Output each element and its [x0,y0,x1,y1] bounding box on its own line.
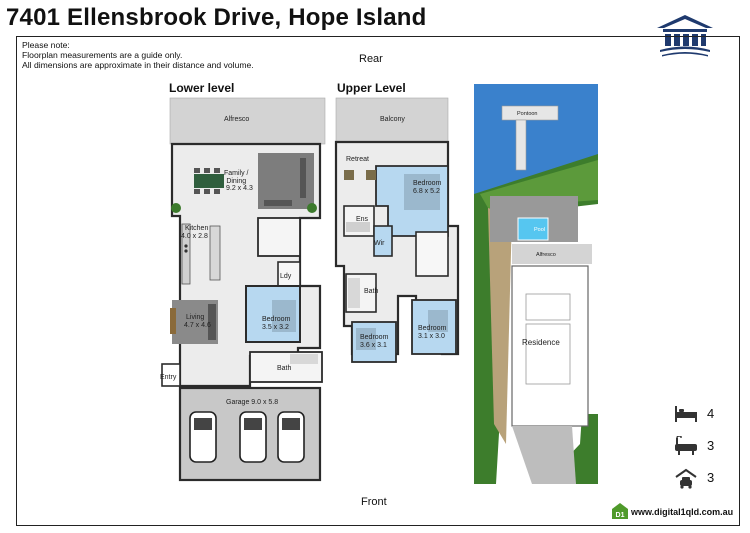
bedroom-3-size: 3.1 x 3.0 [418,333,445,340]
lower-bath-label: Bath [277,365,292,372]
wir-label: Wir [374,240,385,247]
garage-label: Garage 9.0 x 5.8 [226,399,279,406]
alfresco-area [169,97,326,145]
d1-leaf-logo-icon: D1 [612,503,628,519]
page-title: 7401 Ellensbrook Drive, Hope Island [6,4,427,31]
plant-icon [307,203,317,213]
alfresco-label: Alfresco [224,116,250,123]
pool [517,217,549,241]
balcony-area [335,97,449,143]
car-garage-icon [675,468,697,489]
website-link[interactable]: www.digital1qld.com.au [631,507,734,517]
pontoon-label: Pontoon [517,111,538,117]
upper-level-floorplan [334,97,460,363]
entry-label: Entry [160,374,177,381]
site-alfresco [512,244,592,264]
site-alfresco-label: Alfresco [536,252,556,258]
family-dining-size: 9.2 x 4.3 [226,185,253,192]
house-logo-icon [657,15,713,57]
rear-label: Rear [359,53,383,65]
disclaimer-note: Please note: Floorplan measurements are … [22,40,254,70]
note-heading: Please note: [22,40,70,50]
living-label: Living [186,314,205,321]
upper-bath-label: Bath [364,288,379,295]
lower-bedroom-label: Bedroom [262,316,291,323]
family-dining-label: Family / Dining [224,170,249,185]
bedrooms-count: 4 [707,406,715,421]
retreat-label: Retreat [346,156,369,163]
note-line-2: All dimensions are approximate in their … [22,60,254,70]
pool-label: Pool [534,227,546,233]
lower-bedroom-size: 3.5 x 3.2 [262,324,289,331]
laundry-label: Ldy [280,273,292,280]
residence [511,265,589,427]
plan-frame [16,36,740,526]
dining-table-icon [194,174,224,188]
bathrooms-count: 3 [707,438,715,453]
note-line-1: Floorplan measurements are a guide only. [22,50,183,60]
kitchen-label: Kitchen [185,225,209,232]
kitchen-island [209,225,221,281]
upper-level-heading: Upper Level [337,81,406,95]
bedroom-2-label: Bedroom [360,334,389,341]
pontoon [501,105,559,121]
lower-level-floorplan [161,97,326,482]
svg-text:D1: D1 [616,512,625,519]
residence-label: Residence [522,338,560,347]
bedroom-3-label: Bedroom [418,325,447,332]
bed-icon [675,406,697,422]
plant-icon [171,203,181,213]
garage-count: 3 [707,470,715,485]
kitchen-size: 4.0 x 2.8 [181,233,208,240]
master-bedroom-label: Bedroom [413,180,442,187]
balcony-label: Balcony [380,116,405,123]
bathtub-icon [675,436,697,455]
front-label: Front [361,496,387,508]
ensuite-label: Ens [356,216,369,223]
bedroom-2-size: 3.6 x 3.1 [360,342,387,349]
master-bedroom-size: 6.8 x 5.2 [413,188,440,195]
living-size: 4.7 x 4.6 [184,322,211,329]
site-plan [474,84,598,484]
lower-level-heading: Lower level [169,81,235,95]
